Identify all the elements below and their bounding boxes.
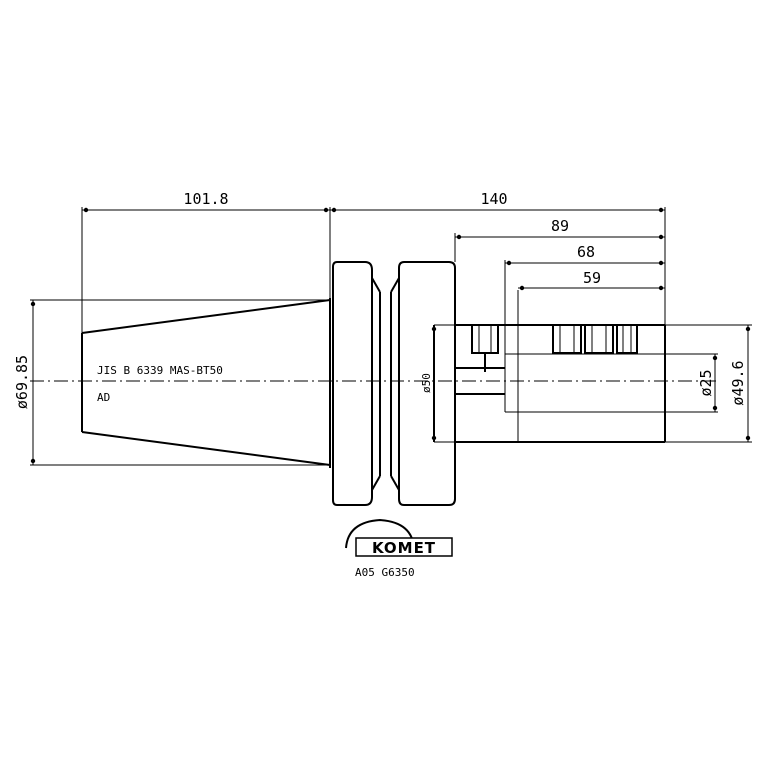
set-screw-slots <box>471 324 638 372</box>
dim-label-25: ø25 <box>697 369 715 396</box>
dim-label-68: 68 <box>577 243 595 261</box>
dim-length-89: 89 <box>454 217 665 262</box>
dim-label-59: 59 <box>583 269 601 287</box>
dim-length-68: 68 <box>504 243 665 266</box>
logo-box <box>355 537 453 557</box>
dim-overall-length: 140 <box>330 190 666 325</box>
logo-brand-text: KOMET <box>372 539 436 557</box>
dim-label-89: 89 <box>551 217 569 235</box>
dim-taper-diameter: ø69.85 <box>13 299 330 466</box>
komet-logo: KOMET A05 G6350 <box>345 518 453 579</box>
logo-part-number: A05 G6350 <box>355 566 415 579</box>
dim-label-101-8: 101.8 <box>183 190 228 208</box>
standard-annotation: JIS B 6339 MAS-BT50 <box>97 364 223 377</box>
taper-cone <box>81 298 331 468</box>
dim-length-59: 59 <box>518 269 665 291</box>
dim-label-69-85: ø69.85 <box>13 355 31 409</box>
dim-flange-diameter: ø50 <box>420 326 437 441</box>
taper-code-annotation: AD <box>97 391 110 404</box>
dim-label-50: ø50 <box>420 373 433 393</box>
dim-taper-length: 101.8 <box>81 190 331 333</box>
dim-bore-diameter: ø25 <box>665 353 718 413</box>
dim-shank-diameter: ø49.6 <box>665 324 752 443</box>
dim-label-140: 140 <box>480 190 507 208</box>
flange <box>332 261 456 506</box>
dim-label-49-6: ø49.6 <box>729 360 747 405</box>
